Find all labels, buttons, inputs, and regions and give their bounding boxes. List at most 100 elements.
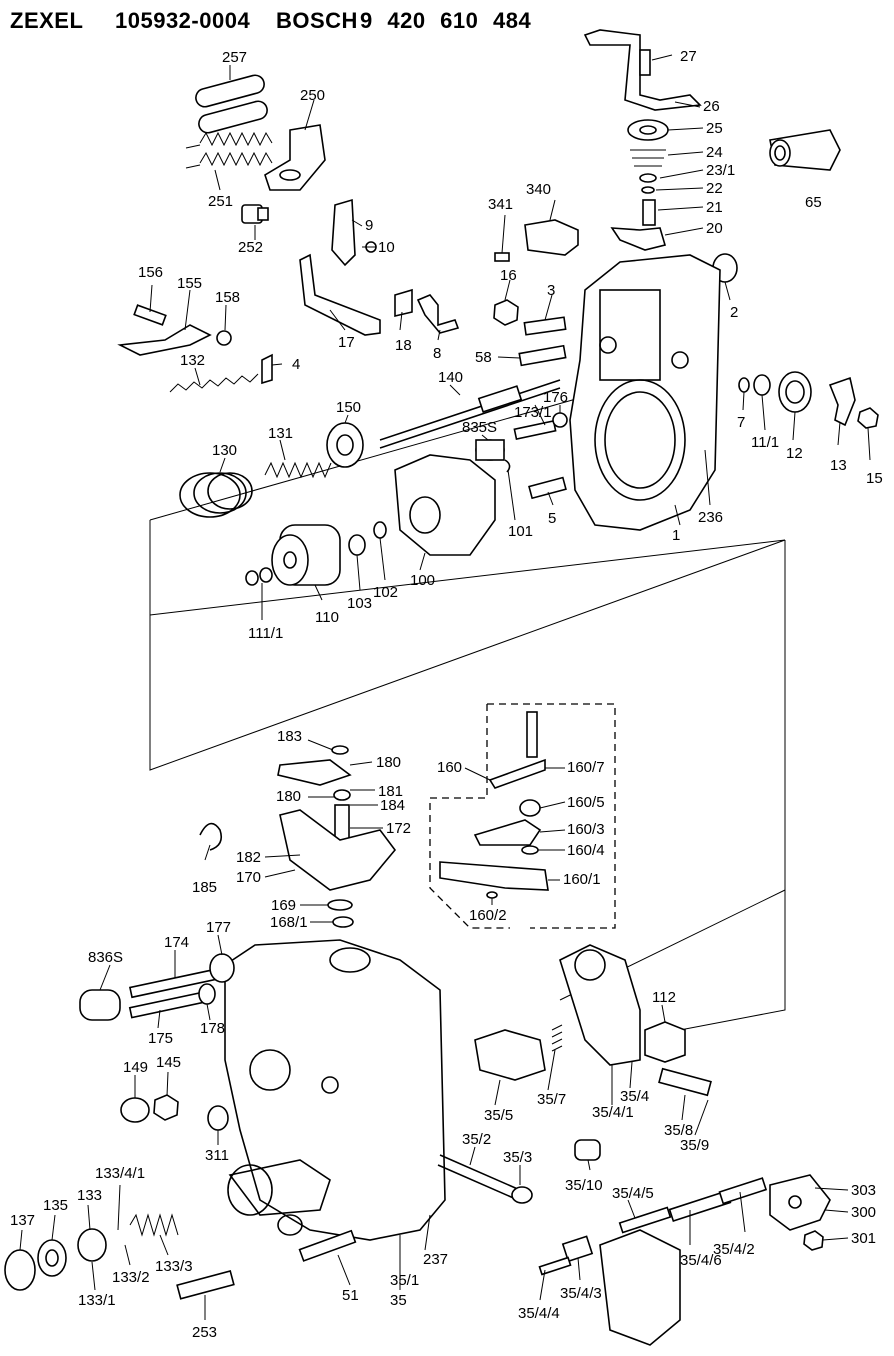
sleeve-110 bbox=[271, 524, 341, 586]
brand-zexel: ZEXEL bbox=[10, 8, 84, 33]
lever-group-160 bbox=[439, 711, 549, 899]
label-13: 13 bbox=[830, 457, 847, 474]
label-257: 257 bbox=[222, 49, 247, 66]
label-174: 174 bbox=[164, 934, 189, 951]
label-25: 25 bbox=[706, 120, 723, 137]
label-111-1: 111/1 bbox=[248, 625, 283, 642]
plate-340 bbox=[524, 219, 579, 256]
lower-housing-35 bbox=[224, 939, 446, 1241]
label-27: 27 bbox=[680, 48, 697, 65]
label-155: 155 bbox=[177, 275, 202, 292]
ring-102 bbox=[373, 521, 387, 539]
washer-177 bbox=[209, 953, 235, 983]
label-35-3: 35/3 bbox=[503, 1149, 532, 1166]
label-133: 133 bbox=[77, 1187, 102, 1204]
cap-137 bbox=[4, 1249, 36, 1291]
lever-35-4 bbox=[559, 944, 641, 1066]
assembly-outline-lines bbox=[149, 394, 786, 1031]
cap-35-3 bbox=[511, 1186, 533, 1204]
washer-103 bbox=[348, 534, 366, 556]
label-177: 177 bbox=[206, 919, 231, 936]
spring-130 bbox=[179, 472, 253, 518]
pin-8 bbox=[416, 294, 460, 334]
label-35-4-6: 35/4/6 bbox=[680, 1252, 722, 1269]
label-303: 303 bbox=[851, 1182, 876, 1199]
washer-11-1 bbox=[753, 374, 771, 396]
parts-35-4-series bbox=[538, 1177, 768, 1346]
piston-133 bbox=[77, 1228, 107, 1262]
lever-300 bbox=[769, 1174, 831, 1231]
washer-150 bbox=[326, 422, 364, 468]
label-17: 17 bbox=[338, 334, 355, 351]
label-172: 172 bbox=[386, 820, 411, 837]
label-182: 182 bbox=[236, 849, 261, 866]
label-150: 150 bbox=[336, 399, 361, 416]
plug-835s bbox=[475, 439, 505, 461]
shaft-35-2 bbox=[437, 1154, 521, 1201]
label-160: 160 bbox=[437, 759, 462, 776]
nut-145 bbox=[153, 1094, 179, 1121]
clip-185 bbox=[199, 822, 223, 851]
label-35-4: 35/4 bbox=[620, 1088, 649, 1105]
label-35-10: 35/10 bbox=[565, 1177, 603, 1194]
label-35-2: 35/2 bbox=[462, 1131, 491, 1148]
shaft-140 bbox=[379, 379, 561, 449]
label-158: 158 bbox=[215, 289, 240, 306]
label-185: 185 bbox=[192, 879, 217, 896]
label-35-4-1: 35/4/1 bbox=[592, 1104, 634, 1121]
part-176 bbox=[552, 412, 568, 428]
screw-58 bbox=[518, 344, 567, 367]
lever-17 bbox=[299, 253, 381, 336]
label-137: 137 bbox=[10, 1212, 35, 1229]
label-65: 65 bbox=[805, 194, 822, 211]
brand-bosch: BOSCH bbox=[276, 8, 358, 33]
nut-15 bbox=[857, 407, 879, 429]
label-180b: 180 bbox=[276, 788, 301, 805]
label-23-1: 23/1 bbox=[706, 162, 735, 179]
label-9: 9 bbox=[365, 217, 373, 234]
sleeves-257 bbox=[195, 74, 268, 134]
nut-158 bbox=[216, 330, 232, 346]
sleeve-35-10 bbox=[574, 1139, 601, 1161]
label-35-4-4: 35/4/4 bbox=[518, 1305, 560, 1322]
label-20: 20 bbox=[706, 220, 723, 237]
spring-35-7 bbox=[551, 1024, 563, 1052]
label-237: 237 bbox=[423, 1251, 448, 1268]
label-835s: 835S bbox=[462, 419, 497, 436]
stud-253 bbox=[176, 1270, 235, 1300]
label-340: 340 bbox=[526, 181, 551, 198]
label-178: 178 bbox=[200, 1020, 225, 1037]
springs-251 bbox=[185, 131, 273, 169]
zexel-part-number: 105932-0004 bbox=[115, 8, 251, 33]
label-156: 156 bbox=[138, 264, 163, 281]
screws-174-175 bbox=[128, 967, 222, 1019]
label-252: 252 bbox=[238, 239, 263, 256]
nut-301 bbox=[803, 1230, 824, 1251]
label-133-4-1: 133/4/1 bbox=[95, 1165, 145, 1182]
screw-27 bbox=[639, 49, 651, 76]
screw-173-1 bbox=[513, 420, 557, 440]
screw-156 bbox=[133, 304, 167, 326]
label-3: 3 bbox=[547, 282, 555, 299]
label-130: 130 bbox=[212, 442, 237, 459]
label-160-5: 160/5 bbox=[567, 794, 605, 811]
label-250: 250 bbox=[300, 87, 325, 104]
label-102: 102 bbox=[373, 584, 398, 601]
screw-51 bbox=[298, 1229, 357, 1262]
label-7: 7 bbox=[737, 414, 745, 431]
label-1: 1 bbox=[672, 527, 680, 544]
bracket-250 bbox=[264, 124, 326, 191]
lever-13 bbox=[828, 376, 856, 427]
label-176: 176 bbox=[543, 389, 568, 406]
block-112 bbox=[644, 1021, 686, 1063]
label-160-7: 160/7 bbox=[567, 759, 605, 776]
pin-21 bbox=[642, 199, 656, 226]
label-51: 51 bbox=[342, 1287, 359, 1304]
label-133-1: 133/1 bbox=[78, 1292, 116, 1309]
label-173-1: 173/1 bbox=[514, 404, 552, 421]
label-4: 4 bbox=[292, 356, 300, 373]
spring-12 bbox=[778, 371, 812, 413]
label-5: 5 bbox=[548, 510, 556, 527]
label-2: 2 bbox=[730, 304, 738, 321]
label-184: 184 bbox=[380, 797, 405, 814]
